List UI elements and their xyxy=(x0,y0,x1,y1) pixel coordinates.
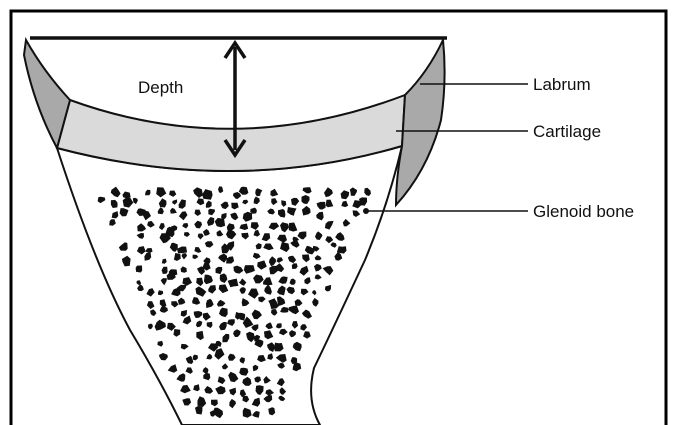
labrum-label: Labrum xyxy=(533,75,591,94)
trabecula-spot xyxy=(136,266,143,273)
glenoid-bone-leader-dot xyxy=(363,208,369,214)
glenoid-bone-shape xyxy=(57,146,402,425)
cartilage-label: Cartilage xyxy=(533,122,601,141)
labrum-right xyxy=(396,40,445,205)
depth-label: Depth xyxy=(138,78,183,97)
glenoid-bone-label: Glenoid bone xyxy=(533,202,634,221)
